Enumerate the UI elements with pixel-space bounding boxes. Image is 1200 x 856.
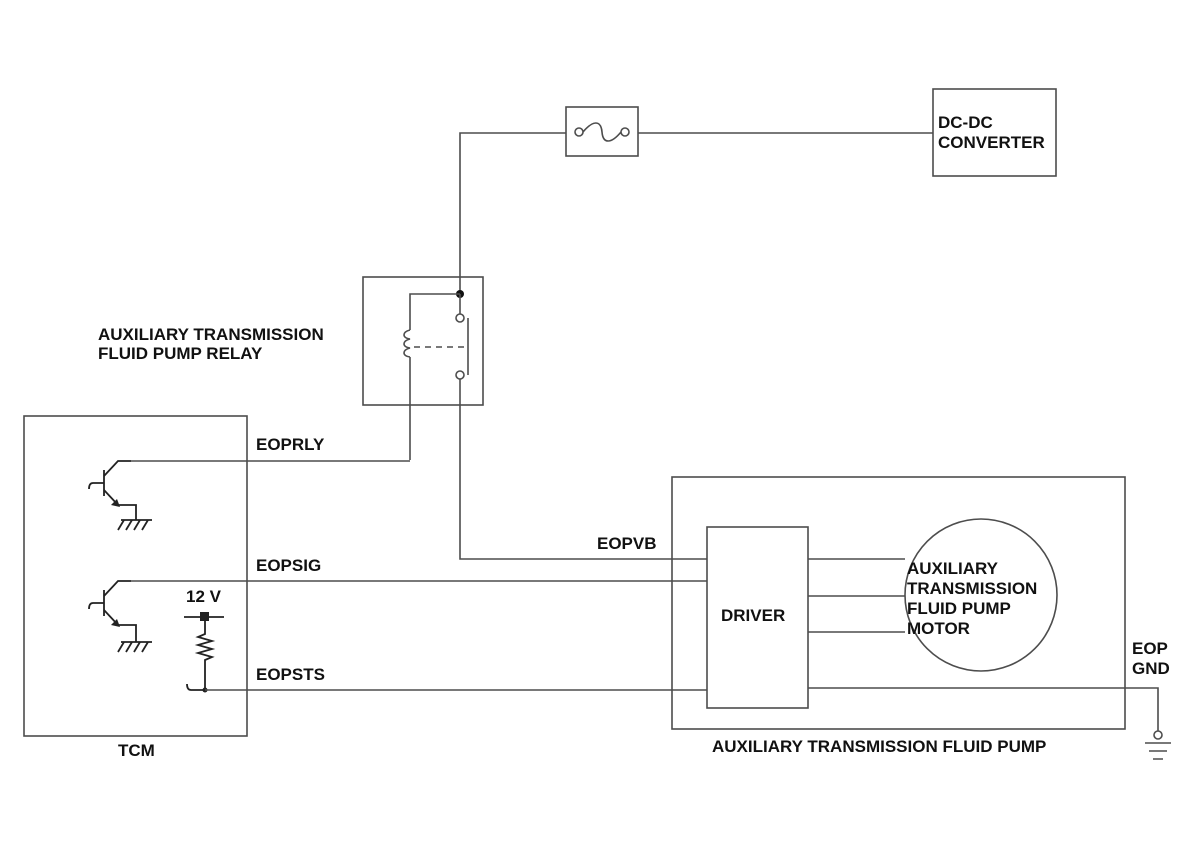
motor-label-line3: FLUID PUMP [907, 599, 1011, 618]
eoprly-wire: EOPRLY [131, 435, 410, 462]
eop-gnd-wire: EOP GND [808, 639, 1170, 731]
motor-label-line4: MOTOR [907, 619, 970, 638]
relay-label-line2: FLUID PUMP RELAY [98, 344, 263, 363]
fuse-symbol [565, 106, 639, 157]
transistor-eoprly [88, 460, 152, 531]
eopvb-wire: EOPVB [459, 405, 707, 560]
transistor-eopsig [88, 580, 152, 653]
tcm-label: TCM [118, 741, 155, 760]
eoprly-label: EOPRLY [256, 435, 325, 454]
motor-label-line1: AUXILIARY [907, 559, 999, 578]
supply-terminal [200, 612, 209, 621]
eopsig-wire: EOPSIG [131, 556, 707, 582]
dcdc-label-line1: DC-DC [938, 113, 993, 132]
dcdc-label-line2: CONVERTER [938, 133, 1045, 152]
pump-motor: AUXILIARY TRANSMISSION FLUID PUMP MOTOR [904, 518, 1058, 672]
pump-label: AUXILIARY TRANSMISSION FLUID PUMP [712, 737, 1046, 756]
driver-block: DRIVER [706, 526, 809, 709]
eopsts-label: EOPSTS [256, 665, 325, 684]
supply-12v-label: 12 V [186, 587, 222, 606]
dc-dc-converter: DC-DC CONVERTER [932, 88, 1057, 177]
pullup-resistor: 12 V [184, 587, 224, 693]
motor-label-line2: TRANSMISSION [907, 579, 1037, 598]
power-feed-wire [459, 132, 933, 294]
ground-symbol [1145, 730, 1171, 760]
eopsts-wire: EOPSTS [205, 665, 707, 691]
fluid-pump-assembly: AUXILIARY TRANSMISSION FLUID PUMP DRIVER… [671, 476, 1126, 756]
eopvb-label: EOPVB [597, 534, 657, 553]
eop-gnd-label-line2: GND [1132, 659, 1170, 678]
eopsig-label: EOPSIG [256, 556, 321, 575]
tcm-module: TCM 12 V [23, 415, 248, 760]
driver-to-motor-wires [808, 558, 905, 633]
driver-label: DRIVER [721, 606, 785, 625]
fluid-pump-relay: AUXILIARY TRANSMISSION FLUID PUMP RELAY [98, 276, 484, 460]
relay-label-line1: AUXILIARY TRANSMISSION [98, 325, 324, 344]
eop-gnd-label-line1: EOP [1132, 639, 1168, 658]
